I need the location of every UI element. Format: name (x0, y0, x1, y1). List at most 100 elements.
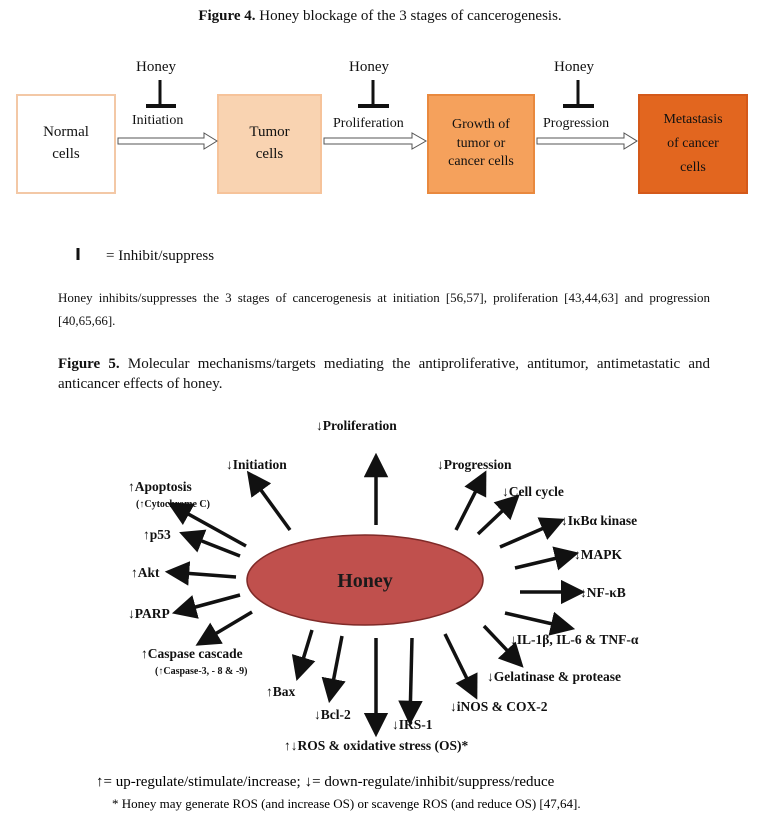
inhibit-symbol-progression-icon (563, 80, 594, 108)
inhibit-legend-icon (76, 248, 80, 260)
arrow-bax (291, 629, 316, 682)
figure5-title: Figure 5. Molecular mechanisms/targets m… (58, 354, 710, 395)
arrow-p53 (179, 529, 241, 558)
honey-ellipse (246, 534, 484, 626)
down-arrow-icon: ↓ (450, 699, 457, 714)
label-ros-text: ROS & oxidative stress (OS)* (298, 738, 469, 753)
label-nfkb-text: NF-κB (587, 585, 626, 600)
arrow-gelatinase (482, 624, 524, 668)
down-arrow-icon: ↓ (226, 457, 233, 472)
footnote: * Honey may generate ROS (and increase O… (112, 796, 581, 811)
honey-label-proliferation: Honey (349, 59, 389, 75)
label-bax: ↑Bax (266, 684, 296, 699)
arrow-initiation (246, 470, 292, 532)
figure4-arrows (76, 80, 638, 260)
label-bax-text: Bax (273, 684, 296, 699)
label-bcl2: ↓Bcl-2 (314, 707, 351, 722)
hollow-arrow-progression (536, 132, 638, 150)
label-p53: ↑p53 (143, 527, 171, 542)
label-cellcycle-text: Cell cycle (509, 484, 564, 499)
stage-box-growth: Growth of tumor or cancer cells (427, 94, 535, 194)
down-arrow-icon: ↓ (574, 547, 581, 562)
label-il: ↓IL-1β, IL-6 & TNF-α (510, 632, 639, 647)
down-arrow-icon: ↓ (316, 418, 323, 433)
label-initiation-text: Initiation (233, 457, 288, 472)
down-arrow-icon: ↓ (580, 585, 587, 600)
label-cytochrome: (↑Cytochrome C) (136, 499, 210, 510)
down-arrow-icon: ↓ (561, 513, 568, 528)
figure5-title-text: Molecular mechanisms/targets mediating t… (58, 356, 711, 393)
box-line: Normal (43, 124, 89, 141)
label-mapk: ↓MAPK (574, 547, 622, 562)
box-line: cells (680, 159, 706, 175)
box-line: Growth of (452, 116, 510, 132)
label-caspase-text: Caspase cascade (148, 646, 243, 661)
label-progression-text: Progression (444, 457, 512, 472)
label-mapk-text: MAPK (581, 547, 623, 562)
label-inos: ↓iNOS & COX-2 (450, 699, 548, 714)
label-apoptosis: ↑Apoptosis (128, 479, 192, 494)
label-gelatinase: ↓Gelatinase & protease (487, 669, 621, 684)
up-arrow-icon: ↑ (96, 774, 104, 790)
label-caspase: ↑Caspase cascade (141, 646, 243, 661)
label-il-text: IL-1β, IL-6 & TNF-α (517, 632, 639, 647)
label-irs1: ↓IRS-1 (392, 717, 433, 732)
step-label-initiation: Initiation (132, 113, 184, 128)
box-line: cancer cells (448, 154, 514, 170)
arrow-inos (443, 633, 478, 700)
inhibit-legend-text: = Inhibit/suppress (106, 248, 215, 264)
down-arrow-icon: ↓ (510, 632, 517, 647)
figure4-title-bold: Figure 4. (198, 8, 256, 24)
legend-line: ↑= up-regulate/stimulate/increase;↓= dow… (96, 774, 555, 790)
legend-up-text: = up-regulate/stimulate/increase; (104, 774, 301, 790)
box-line: of cancer (667, 136, 719, 152)
down-arrow-icon: ↓ (502, 484, 509, 499)
down-arrow-icon: ↓ (392, 717, 399, 732)
inhibit-symbol-proliferation-icon (358, 80, 389, 108)
arrow-caspase (195, 610, 253, 646)
arrow-irs1 (398, 637, 423, 726)
label-cytochrome-text: Cytochrome C) (144, 499, 210, 510)
box-line: Tumor (249, 124, 290, 141)
label-parp: ↓PARP (128, 606, 170, 621)
figure5-title-bold: Figure 5. (58, 356, 120, 372)
label-cellcycle: ↓Cell cycle (502, 484, 564, 499)
honey-label-progression: Honey (554, 59, 594, 75)
hollow-arrow-proliferation (323, 132, 428, 150)
arrow-ikba (499, 517, 565, 549)
label-caspase-sub: (↑Caspase-3, - 8 & -9) (155, 666, 248, 677)
label-akt: ↑Akt (131, 565, 160, 580)
down-arrow-icon: ↓ (128, 606, 135, 621)
arrow-cellcycle (476, 494, 520, 536)
label-proliferation: ↓Proliferation (316, 418, 397, 433)
down-arrow-icon: ↓ (437, 457, 444, 472)
arrow-progression (454, 470, 487, 531)
label-gelatinase-text: Gelatinase & protease (494, 669, 621, 684)
label-akt-text: Akt (138, 565, 160, 580)
down-arrow-icon: ↓ (305, 774, 313, 790)
label-ikba: ↓IκBα kinase (561, 513, 637, 528)
arrow-bcl2 (321, 635, 346, 704)
honey-label-initiation: Honey (136, 59, 176, 75)
down-arrow-icon: ↓ (487, 669, 494, 684)
label-p53-text: p53 (150, 527, 171, 542)
box-line: tumor or (456, 135, 506, 151)
up-arrow-icon: ↑ (266, 684, 273, 699)
down-arrow-icon: ↓ (314, 707, 321, 722)
label-apoptosis-text: Apoptosis (135, 479, 192, 494)
arrow-il (504, 611, 576, 636)
label-inos-text: iNOS & COX-2 (457, 699, 548, 714)
up-down-arrow-icon: ↑↓ (284, 738, 298, 753)
step-label-proliferation: Proliferation (333, 116, 404, 131)
arrow-parp (171, 593, 241, 619)
arrow-mapk (514, 546, 580, 571)
up-arrow-icon: ↑ (158, 666, 163, 677)
figure4-caption: Honey inhibits/suppresses the 3 stages o… (58, 290, 710, 328)
label-proliferation-text: Proliferation (323, 418, 397, 433)
step-label-progression: Progression (543, 116, 610, 131)
up-arrow-icon: ↑ (143, 527, 150, 542)
label-initiation: ↓Initiation (226, 457, 287, 472)
